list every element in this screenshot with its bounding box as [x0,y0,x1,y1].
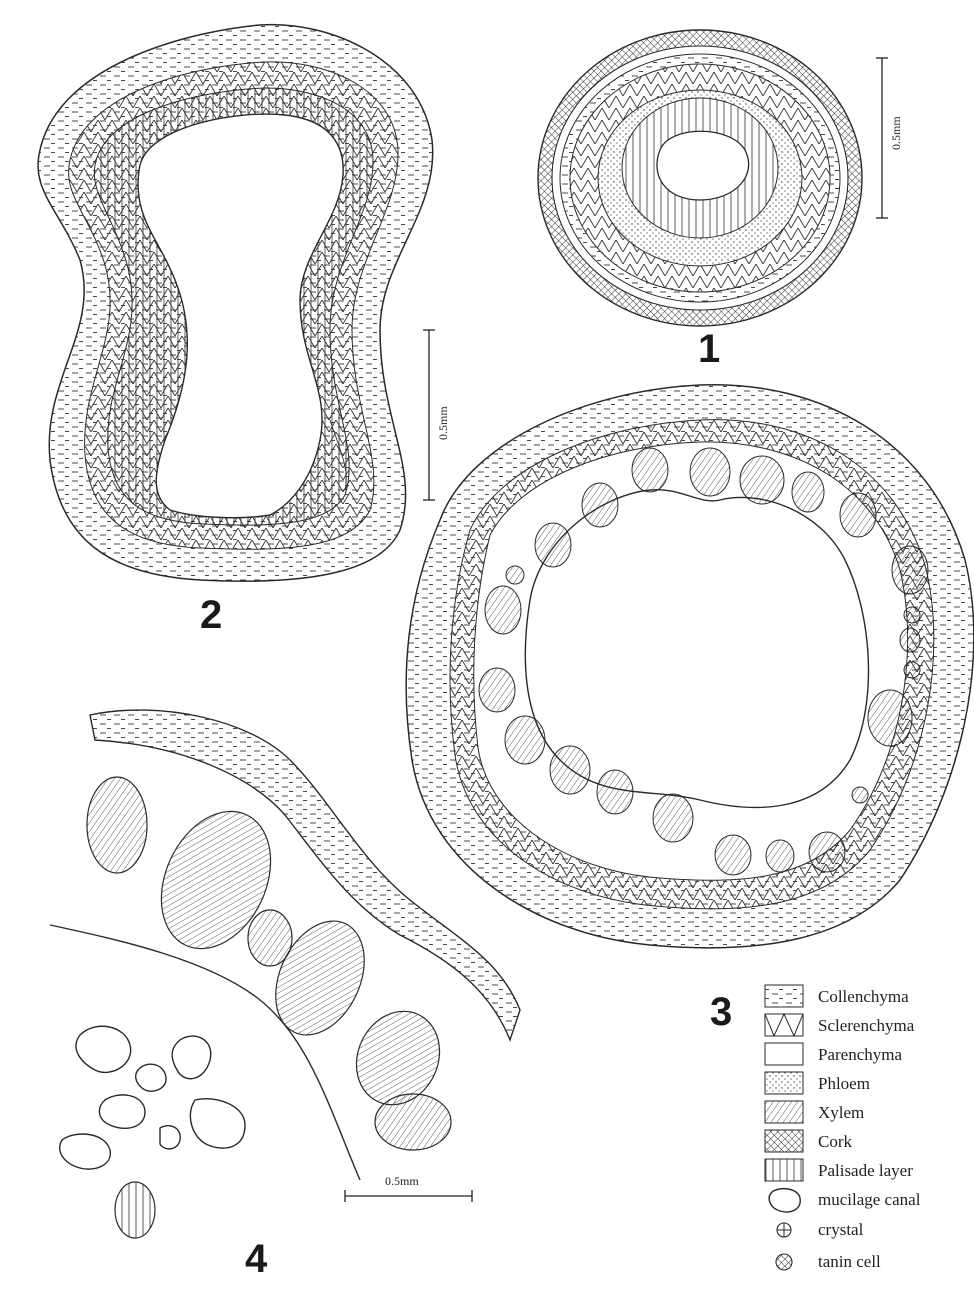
legend-item-collenchyma: Collenchyma [765,985,909,1007]
figure-4-label: 4 [245,1237,268,1281]
legend-label-xylem: Xylem [818,1103,864,1122]
legend-label-phloem: Phloem [818,1074,870,1093]
legend-item-crystal: crystal [777,1220,864,1239]
figure-1-scale-bar: 0.5mm [876,58,903,218]
legend-item-mucilage-canal: mucilage canal [769,1189,921,1212]
legend-item-cork: Cork [765,1130,853,1152]
figure-1-scale-label: 0.5mm [889,116,903,150]
legend-item-parenchyma: Parenchyma [765,1043,902,1065]
figure-4-scale-bar: 0.5mm [345,1174,472,1202]
figure-2-cross-section [38,25,433,582]
legend-item-sclerenchyma: Sclerenchyma [765,1014,915,1036]
figure-2-label: 2 [200,593,222,637]
legend-item-palisade-layer: Palisade layer [765,1159,913,1181]
legend-item-tanin-cell: tanin cell [776,1252,881,1271]
mucilage-canals [60,1026,245,1169]
legend-label-cork: Cork [818,1132,853,1151]
legend-label-crystal: crystal [818,1220,864,1239]
figure-2-scale-label: 0.5mm [436,406,450,440]
legend-item-phloem: Phloem [765,1072,870,1094]
legend: Collenchyma Sclerenchyma Parenchyma Phlo… [765,985,921,1271]
figure-3-cross-section [406,385,974,948]
figure-3-label: 3 [710,990,732,1034]
legend-label-sclerenchyma: Sclerenchyma [818,1016,915,1035]
figure-2-scale-bar: 0.5mm [423,330,450,500]
legend-label-mucilage-canal: mucilage canal [818,1190,921,1209]
legend-label-collenchyma: Collenchyma [818,987,909,1006]
legend-label-parenchyma: Parenchyma [818,1045,902,1064]
legend-label-palisade-layer: Palisade layer [818,1161,913,1180]
legend-item-xylem: Xylem [765,1101,864,1123]
legend-label-tanin-cell: tanin cell [818,1252,881,1271]
figure-4-scale-label: 0.5mm [385,1174,419,1188]
figure-1-cross-section [538,30,862,326]
figure-1-label: 1 [698,327,720,371]
